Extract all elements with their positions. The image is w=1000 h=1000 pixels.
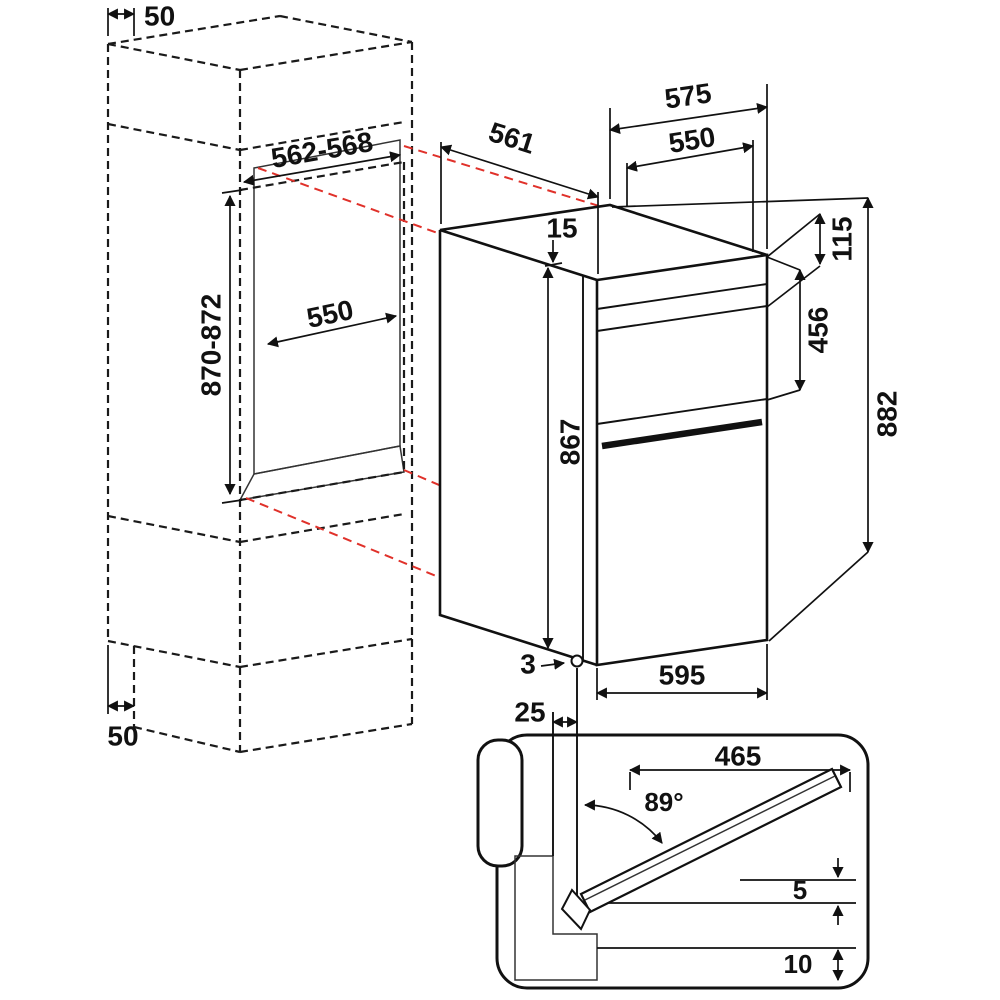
dim-upper-section-height: 456 [766, 256, 834, 401]
dim-label-top-clearance: 50 [144, 1, 175, 32]
dim-label-niche-depth: 550 [304, 294, 356, 334]
dim-label-top-offset: 15 [546, 213, 577, 244]
dim-label-plinth-recess: 50 [107, 721, 138, 752]
niche-floor [238, 445, 405, 501]
dim-label-upper-section-height: 456 [803, 307, 834, 354]
dim-niche-depth: 550 [266, 294, 398, 348]
oven-body [438, 203, 769, 667]
dim-label-depth-with-door: 575 [663, 77, 714, 114]
dim-plinth-inset: 25 [514, 697, 579, 728]
dim-label-door-gap: 5 [793, 875, 807, 905]
dim-label-door-angle: 89° [644, 787, 683, 817]
dim-label-panel-height: 115 [827, 216, 858, 261]
detail-leader-tab [476, 738, 524, 868]
dim-niche-height: 870-872 [196, 189, 243, 504]
cabinet-outline [106, 14, 414, 754]
dim-label-overall-height: 882 [872, 391, 903, 438]
dim-overall-height: 882 [611, 196, 903, 642]
dim-oven-width: 595 [595, 644, 769, 700]
dim-label-oven-depth: 561 [485, 116, 539, 160]
dim-front-gap: 3 [520, 649, 584, 680]
dim-label-plinth-inset: 25 [514, 697, 545, 728]
oven-silhouette [440, 205, 767, 665]
dim-top-clearance: 50 [106, 1, 175, 36]
dim-oven-top-width: 550 [625, 121, 755, 252]
dim-label-niche-height: 870-872 [196, 294, 227, 397]
dim-label-front-height: 867 [555, 419, 586, 466]
dim-front-height: 867 [542, 266, 586, 650]
oven-front-face [595, 253, 769, 667]
dim-plinth-recess: 50 [106, 645, 139, 752]
dim-panel-height: 115 [766, 212, 858, 308]
dim-label-oven-top-width: 550 [667, 121, 718, 159]
oven-top-face [439, 203, 768, 282]
door-angle-arc [583, 799, 663, 844]
dim-label-door-projection: 465 [715, 741, 762, 772]
dim-label-front-gap: 3 [520, 649, 536, 680]
door-hinge-profile [560, 888, 592, 931]
dim-niche-width: 562-568 [242, 126, 402, 186]
dim-top-offset: 15 [544, 213, 578, 267]
reference-point-marker [570, 654, 584, 668]
dim-label-niche-width: 562-568 [269, 126, 376, 174]
dim-label-floor-gap: 10 [784, 949, 813, 979]
dim-label-oven-width: 595 [659, 660, 706, 691]
door-detail-callout: 465 89° 5 10 [476, 668, 870, 990]
oven-door-handle [601, 418, 763, 450]
dim-depth-with-door: 575 [608, 77, 769, 249]
